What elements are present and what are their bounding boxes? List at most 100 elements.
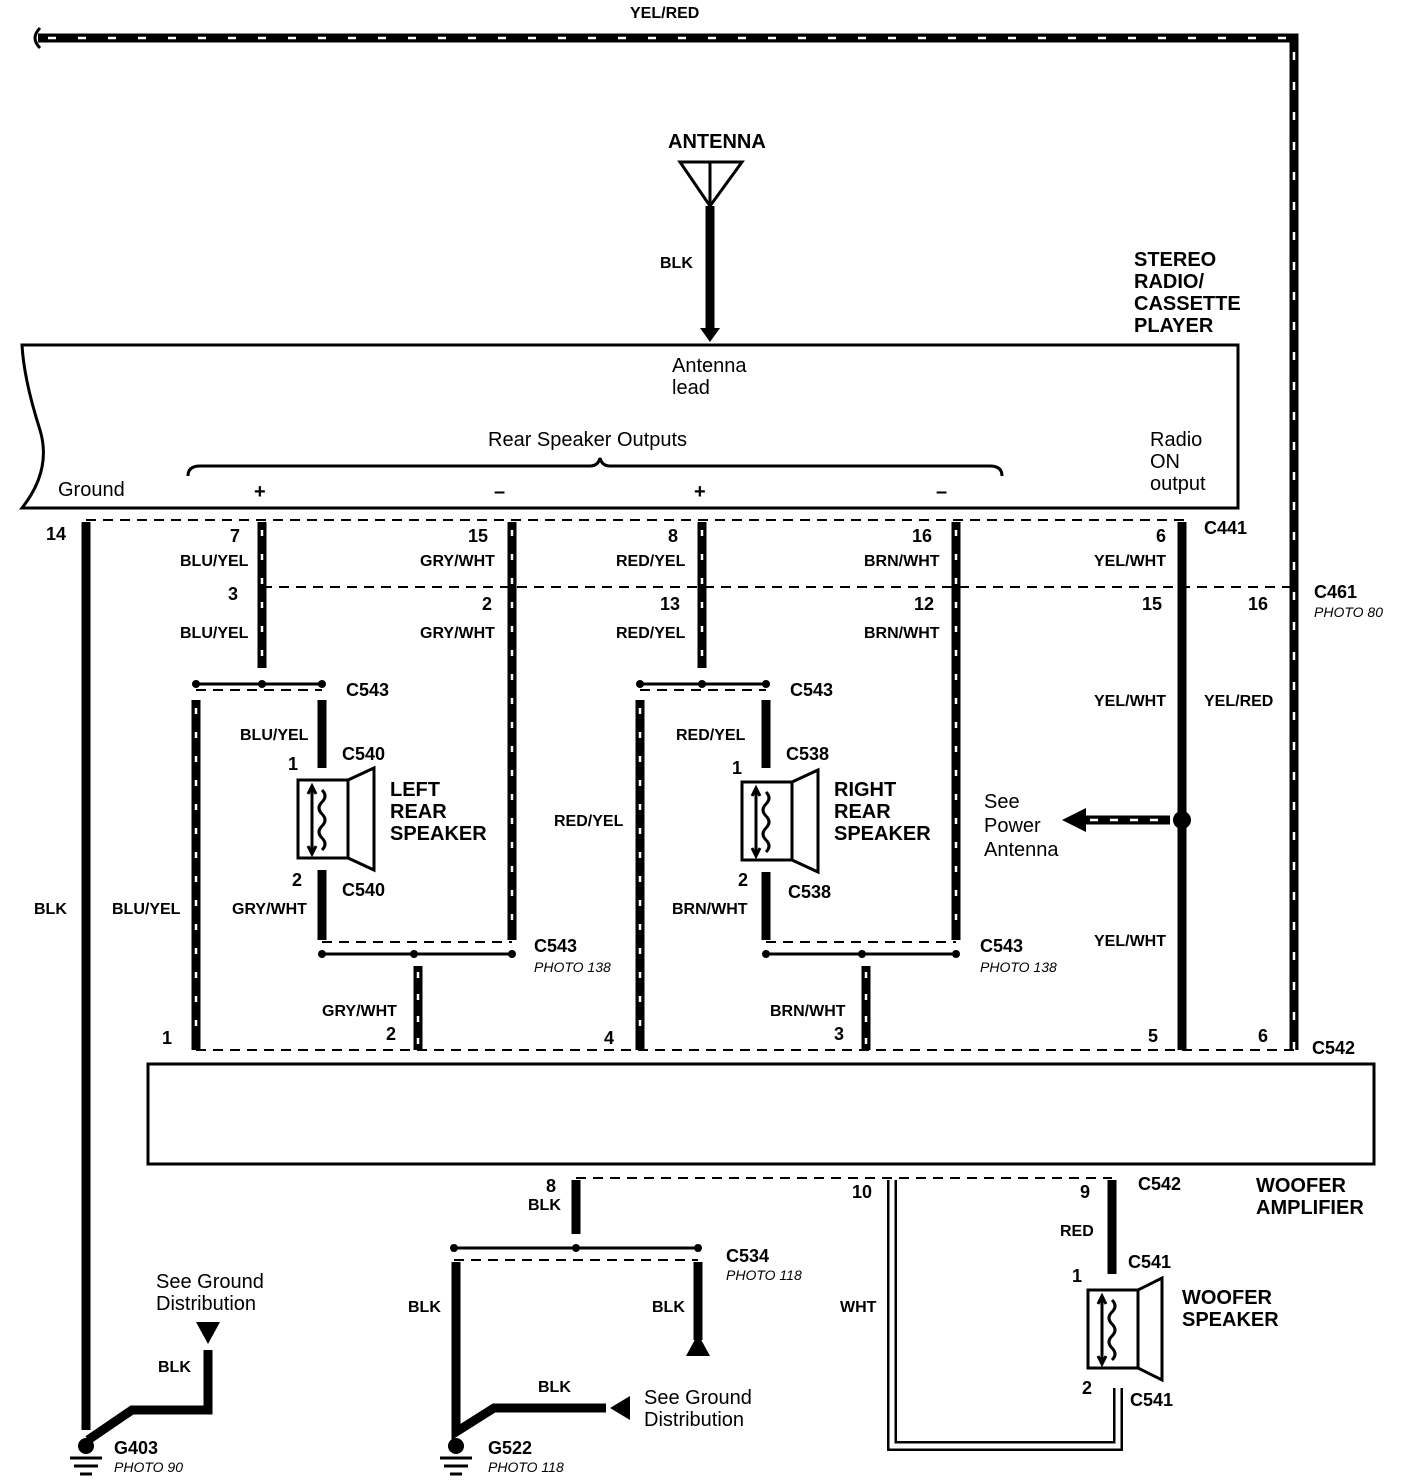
antenna-icon	[677, 160, 745, 209]
wire-label-blk-c534: BLK	[652, 1299, 685, 1316]
wire-label-yel-wht-2: YEL/WHT	[1094, 693, 1166, 710]
pin-3: 3	[228, 584, 238, 604]
pin-6-amp: 6	[1258, 1026, 1268, 1046]
wire-label-blk-ground: BLK	[34, 901, 67, 918]
pin-2-amp: 2	[386, 1024, 396, 1044]
plus-left: +	[254, 481, 266, 503]
right-speaker-label-2: REAR	[834, 801, 891, 823]
woofer-speaker-icon	[1086, 1275, 1164, 1383]
c543-photo-left: PHOTO 138	[534, 959, 611, 975]
wire-blk-g522	[451, 1262, 606, 1441]
pin-2-left: 2	[292, 870, 302, 890]
pin-6a: 6	[1156, 526, 1166, 546]
wire-label-wht: WHT	[840, 1299, 877, 1316]
c541-label-bottom: C541	[1130, 1390, 1173, 1410]
c540-label-top: C540	[342, 744, 385, 764]
pin-15: 15	[468, 526, 488, 546]
plus-right: +	[694, 481, 706, 503]
see-ground-right-2: Distribution	[644, 1409, 744, 1431]
pin-1-woofer: 1	[1072, 1266, 1082, 1286]
wire-label-antenna: BLK	[660, 255, 693, 272]
pin-2-right: 2	[738, 870, 748, 890]
left-speaker-label-3: SPEAKER	[390, 823, 487, 845]
wire-wht	[887, 1180, 1123, 1451]
wire-label-blu-yel-1: BLU/YEL	[180, 553, 249, 570]
minus-left: –	[494, 481, 505, 503]
right-speaker-label-3: SPEAKER	[834, 823, 931, 845]
woofer-amp-label-1: WOOFER	[1256, 1175, 1347, 1197]
woofer-amp-label-2: AMPLIFIER	[1256, 1197, 1364, 1219]
rear-outputs-brace	[186, 457, 1004, 477]
see-ground-left-2: Distribution	[156, 1293, 256, 1315]
wire-label-red-yel-2: RED/YEL	[616, 625, 686, 642]
wire-label-gry-wht-1: GRY/WHT	[420, 553, 495, 570]
wire-label-blk-g522: BLK	[408, 1299, 441, 1316]
wire-label-red-yel-4: RED/YEL	[676, 727, 746, 744]
pin-9-amp: 9	[1080, 1182, 1090, 1202]
antenna-lead-label-2: lead	[672, 377, 710, 399]
wire-label-blu-yel-4: BLU/YEL	[240, 727, 309, 744]
wire-label-top: YEL/RED	[630, 5, 699, 22]
g403-photo: PHOTO 90	[114, 1459, 183, 1475]
pin-12: 12	[914, 594, 934, 614]
stereo-label-3: CASSETTE	[1134, 293, 1241, 315]
ground-icon-g522	[440, 1438, 472, 1476]
left-speaker-label-2: REAR	[390, 801, 447, 823]
wire-label-yel-wht-1: YEL/WHT	[1094, 553, 1166, 570]
c534-label: C534	[726, 1246, 769, 1266]
pin-2a: 2	[482, 594, 492, 614]
stereo-label-1: STEREO	[1134, 249, 1216, 271]
wire-label-blk-g403: BLK	[158, 1359, 191, 1376]
wire-label-gry-wht-3: GRY/WHT	[232, 901, 307, 918]
c538-label-top: C538	[786, 744, 829, 764]
pin-7: 7	[230, 526, 240, 546]
pin-8: 8	[668, 526, 678, 546]
left-speaker-label-1: LEFT	[390, 779, 440, 801]
pin-3-amp: 3	[834, 1024, 844, 1044]
left-speaker-icon	[296, 765, 376, 873]
c534-photo: PHOTO 118	[726, 1267, 802, 1283]
wire-label-brn-wht-4: BRN/WHT	[770, 1003, 846, 1020]
wire-label-red: RED	[1060, 1223, 1094, 1240]
wire-label-gry-wht-4: GRY/WHT	[322, 1003, 397, 1020]
pin-1-right: 1	[732, 758, 742, 778]
wire-blk-g403	[85, 1350, 213, 1444]
woofer-amplifier-box	[146, 1062, 1376, 1166]
wire-label-red-yel-1: RED/YEL	[616, 553, 686, 570]
c543-photo-right: PHOTO 138	[980, 959, 1057, 975]
woofer-speaker-label-1: WOOFER	[1182, 1287, 1273, 1309]
right-speaker-label-1: RIGHT	[834, 779, 896, 801]
c538-label-bottom: C538	[788, 882, 831, 902]
ground-icon-g403	[70, 1438, 102, 1476]
c461-photo: PHOTO 80	[1314, 604, 1383, 620]
radio-on-label-2: ON	[1150, 451, 1180, 473]
woofer-speaker-label-2: SPEAKER	[1182, 1309, 1279, 1331]
see-power-antenna-3: Antenna	[984, 839, 1059, 861]
wire-label-brn-wht-2: BRN/WHT	[864, 625, 940, 642]
c441-label: C441	[1204, 518, 1247, 538]
pin-2-woofer: 2	[1082, 1378, 1092, 1398]
radio-on-label-1: Radio	[1150, 429, 1202, 451]
pin-1-left: 1	[288, 754, 298, 774]
stereo-label-2: RADIO/	[1134, 271, 1204, 293]
pin-10-amp: 10	[852, 1182, 872, 1202]
stereo-radio-box	[18, 343, 1240, 510]
right-speaker-icon	[740, 767, 820, 875]
radio-on-label-3: output	[1150, 473, 1206, 495]
wire-label-yel-red: YEL/RED	[1204, 693, 1273, 710]
pin-8-amp: 8	[546, 1176, 556, 1196]
pin-13: 13	[660, 594, 680, 614]
wire-label-blu-yel-3: BLU/YEL	[112, 901, 181, 918]
wire-label-gry-wht-2: GRY/WHT	[420, 625, 495, 642]
c461-label: C461	[1314, 582, 1357, 602]
wire-label-red-yel-3: RED/YEL	[554, 813, 624, 830]
pin-16b: 16	[1248, 594, 1268, 614]
c542-label-top: C542	[1312, 1038, 1355, 1058]
wire-label-blk-8: BLK	[528, 1197, 561, 1214]
antenna-label: ANTENNA	[668, 131, 766, 153]
pin-14: 14	[46, 524, 66, 544]
rear-outputs-label: Rear Speaker Outputs	[488, 429, 687, 451]
wire-label-yel-wht-3: YEL/WHT	[1094, 933, 1166, 950]
g522-photo: PHOTO 118	[488, 1459, 564, 1475]
